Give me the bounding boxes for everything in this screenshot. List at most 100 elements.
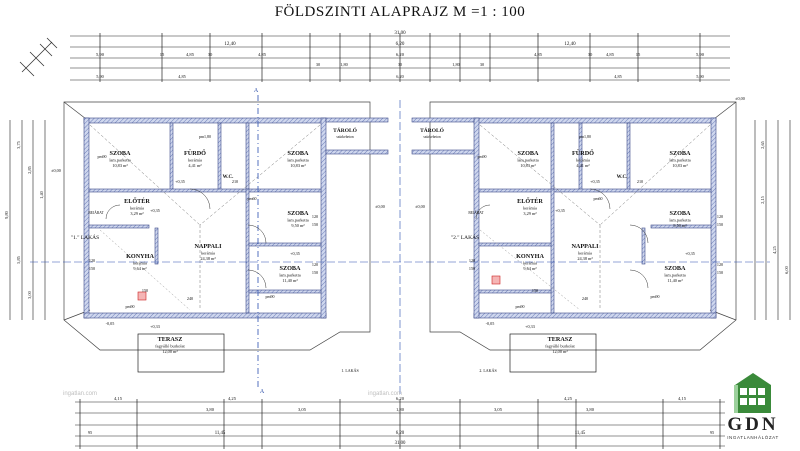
entrance-label: BEJÁRAT (88, 210, 104, 215)
wall (473, 117, 717, 124)
door-code: pm60 (593, 196, 602, 201)
level-mark: ±0,00 (375, 204, 385, 210)
door-code: pm90 (515, 304, 524, 309)
dim-row3-bottom: 11,45 (215, 431, 226, 436)
level-mark: +0,35 (290, 251, 300, 257)
dim-row2-bottom: 1,80 (396, 407, 405, 413)
dim-half-top: 12,40 (224, 42, 236, 47)
unit1-room-name: TERASZ (158, 336, 183, 343)
dim-row3-bottom: 11,45 (575, 431, 586, 436)
dim-side-right: 2,15 (760, 195, 766, 203)
unit1-room-floor: fagyálló burkolat (155, 344, 185, 349)
dim-row2-top: 30 (208, 52, 213, 57)
dim-row2-top: 4,85 (258, 52, 267, 58)
wall (473, 312, 717, 319)
logo-brand: GDN (727, 414, 779, 435)
house-logo-icon (734, 373, 771, 413)
wc-label: W.C. (223, 175, 234, 180)
dim-side-left: 9,80 (4, 210, 10, 218)
wall (83, 312, 327, 319)
wall (641, 227, 646, 265)
wall (550, 122, 555, 192)
dim-end-bottom: 95 (710, 430, 714, 435)
opening-size: 120 (469, 258, 475, 263)
dim-row2-top: 6,20 (396, 52, 405, 58)
wall (88, 224, 150, 229)
wall (411, 149, 475, 155)
dim-row2-bottom: 3,80 (206, 407, 215, 413)
wall (245, 188, 250, 314)
wall (478, 289, 552, 294)
wall (325, 117, 389, 123)
door-code: pm60 (247, 196, 256, 201)
dim-small-top: 1,80 (340, 62, 348, 68)
dim-row1-bottom: 4,15 (114, 396, 123, 402)
dim-row2-top: 5,90 (96, 52, 105, 58)
unit1-room-name: SZOBA (110, 150, 132, 157)
opening-size: 150 (142, 288, 148, 293)
dim-row2-top: 4,85 (606, 52, 615, 58)
door-code: pm90 (265, 294, 274, 299)
unit2-room-floor: kerámia (576, 158, 590, 163)
level-mark: +0,33 (150, 324, 160, 330)
dim-side-left: 2,85 (27, 165, 33, 173)
wall (626, 122, 631, 192)
dim-row1-bottom: 6,20 (396, 396, 405, 402)
door-code: pm1,80 (579, 134, 591, 140)
wall (478, 188, 712, 193)
unit1-room-floor: kerámia (201, 251, 215, 256)
roof-hip-lines (89, 124, 711, 310)
unit1-room-area: 24,38 m² (200, 256, 216, 262)
wall (217, 122, 222, 192)
wc-label: W.C. (617, 175, 628, 180)
unit2-room-name: SZOBA (665, 265, 687, 272)
opening-size: 120 (89, 258, 95, 263)
unit1-room-area: 9,64 m² (133, 266, 147, 272)
opening-size: 150 (312, 270, 318, 275)
unit2-room-name: SZOBA (670, 150, 692, 157)
unit1-room-area: 10,83 m² (290, 163, 306, 169)
unit1-room-area: 9,50 m² (291, 223, 305, 229)
dim-side-right: 2,65 (760, 140, 766, 148)
unit2-room-name: FÜRDŐ (572, 149, 594, 157)
opening-size: 120 (717, 262, 723, 267)
opening-size: 150 (717, 270, 723, 275)
level-mark: +0,33 (525, 324, 535, 330)
top-dimension-ticks (99, 33, 701, 82)
unit1-room-area: 3,29 m² (130, 211, 144, 217)
unit1-room-name: SZOBA (288, 210, 310, 217)
unit2-room-name: KONYHA (516, 253, 544, 260)
watermark: ingatlan.com (368, 391, 402, 397)
unit2-room-area: 9,50 m² (673, 223, 687, 229)
level-mark: -0,05 (486, 321, 495, 327)
dim-small-top: 30 (480, 62, 484, 67)
kitchen-diagonal (99, 229, 581, 311)
storage-name: TÁROLÓ (420, 126, 445, 134)
dim-row4-top: 5,90 (696, 74, 704, 80)
dim-row1-bottom: 4,15 (678, 396, 687, 402)
wall (248, 242, 322, 247)
dim-small-top: 1,80 (452, 62, 460, 68)
unit2-label: "2." LAKÁS (451, 233, 479, 241)
dim-side-right: 6,00 (784, 265, 790, 273)
opening-size: 150 (89, 266, 95, 271)
unit1-room-name: NAPPALI (194, 243, 222, 250)
dim-row3-bottom: 6,20 (396, 431, 405, 436)
opening-size: 150 (469, 266, 475, 271)
unit2-room-floor: kerámia (523, 206, 537, 211)
opening-size: 150 (532, 288, 538, 293)
wall (550, 188, 555, 314)
dim-row1-bottom: 4,25 (228, 396, 237, 402)
storage-floor: szürkebeton (336, 135, 354, 139)
entrance-label: BEJÁRAT (468, 210, 484, 215)
level-mark: +0,35 (590, 179, 600, 185)
dim-half-top: 6,20 (396, 42, 405, 47)
opening-size: 120 (717, 214, 723, 219)
unit2-room-area: 4,41 m² (576, 163, 590, 169)
section-mark: A (254, 88, 259, 94)
unit1-label: "1." LAKÁS (71, 233, 99, 241)
dim-row2-top: 5,90 (696, 52, 705, 58)
watermark: ingatlan.com (63, 391, 97, 397)
unit1-room-area: 11,40 m² (282, 278, 298, 284)
